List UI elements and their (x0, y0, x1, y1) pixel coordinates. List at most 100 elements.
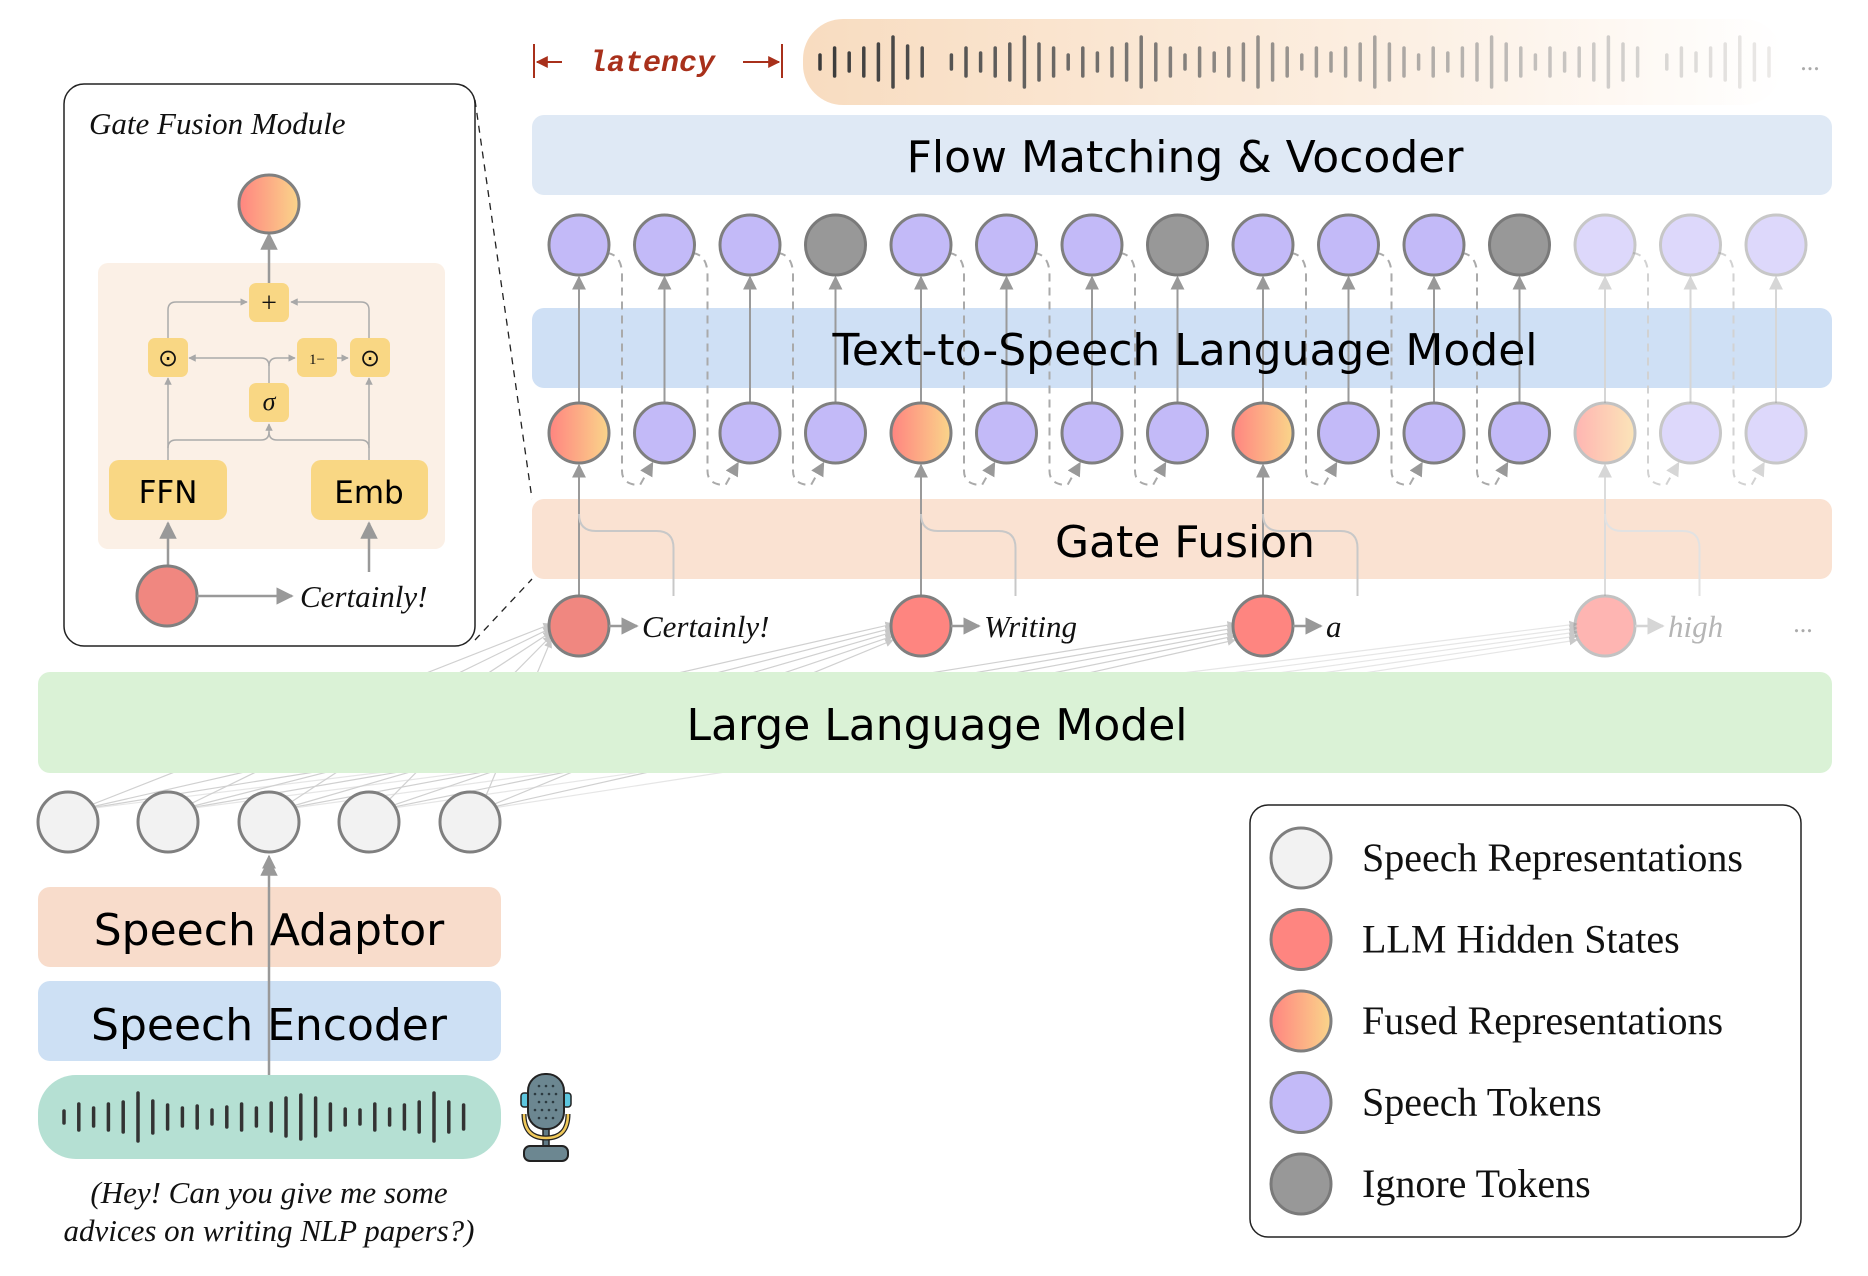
input-caption-line-1: (Hey! Can you give me some (90, 1175, 447, 1210)
fused-representation (1573, 401, 1637, 465)
input-caption-line-2: advices on writing NLP papers?) (63, 1213, 474, 1248)
word-embedding-route (578, 513, 675, 596)
module-sum-node (249, 283, 289, 322)
tts-lm-background (532, 308, 1832, 388)
speech-representation-row (36, 790, 502, 887)
legend-label: Speech Tokens (1362, 1080, 1602, 1125)
token-routing-lines (572, 252, 1783, 596)
speech-token-input (1744, 401, 1808, 465)
llm-label: Large Language Model (686, 700, 1187, 751)
module-one-minus-node (297, 338, 337, 377)
llm-hidden-state (1573, 594, 1637, 658)
speech-token-input (1060, 401, 1124, 465)
ignore-token (1488, 213, 1551, 277)
module-input-word: Certainly! (300, 579, 427, 614)
speech-token-output-row (547, 213, 1808, 277)
tts-input-row (547, 401, 1808, 465)
autoregressive-feedback-arrow (1376, 252, 1423, 487)
speech-token (889, 213, 953, 277)
llm-background (38, 672, 1832, 773)
legend-label: Ignore Tokens (1362, 1161, 1591, 1206)
speech-token-input (1488, 401, 1551, 465)
zoom-connector-bottom (474, 578, 533, 641)
speech-token-input (1402, 401, 1466, 465)
legend-swatch-hidden (1269, 908, 1333, 971)
module-emb-label: Emb (334, 475, 403, 511)
latency-label: latency (589, 47, 716, 81)
module-ffn-node (109, 460, 227, 520)
llm-hidden-state (1231, 594, 1295, 658)
fused-representation (889, 401, 953, 465)
latency-indicator: latency (533, 44, 783, 81)
speech-representation (237, 790, 301, 854)
legend-swatch-speech (1269, 1071, 1333, 1134)
generated-word: Writing (984, 609, 1077, 644)
module-hidden-state-node (135, 564, 199, 628)
module-hadamard-right-symbol: ⊙ (360, 346, 380, 372)
autoregressive-feedback-arrow (1119, 252, 1167, 487)
output-waveform-background (803, 19, 1783, 105)
speech-adaptor-label: Speech Adaptor (94, 905, 445, 956)
llm-hidden-state (547, 594, 611, 658)
speech-token-input (718, 401, 782, 465)
autoregressive-feedback-arrow (692, 252, 739, 487)
autoregressive-feedback-arrow (948, 252, 996, 487)
module-ffn-label: FFN (139, 475, 198, 511)
module-hadamard-left-symbol: ⊙ (158, 346, 178, 372)
legend-label: Speech Representations (1362, 835, 1743, 880)
autoregressive-feedback-arrow (777, 252, 825, 487)
ignore-token (804, 213, 867, 277)
legend-swatch-speech-rep (1269, 826, 1333, 890)
gate-fusion-module-inset: Gate Fusion Module + ⊙ 1− ⊙ σ FFN (63, 83, 533, 647)
speech-token-input (975, 401, 1038, 465)
generated-word: high (1668, 609, 1723, 644)
speech-representation (337, 790, 401, 854)
output-waveform: ... (803, 19, 1820, 105)
word-embedding-route (920, 513, 1017, 596)
module-emb-node (311, 460, 428, 520)
module-hadamard-left-node (148, 338, 188, 377)
output-ellipsis: ... (1800, 47, 1820, 76)
speech-token (1744, 213, 1808, 277)
speech-representation (36, 790, 100, 854)
llm-output-ellipsis: ... (1793, 609, 1813, 638)
flow-matching-label: Flow Matching & Vocoder (907, 132, 1465, 183)
legend-frame (1249, 804, 1802, 1238)
speech-token (1402, 213, 1466, 277)
ignore-token (1146, 213, 1209, 277)
word-embedding-route (1262, 513, 1359, 596)
generated-word: a (1326, 609, 1342, 644)
speech-token (1659, 213, 1722, 277)
tts-language-model-block (532, 308, 1832, 388)
speech-token (975, 213, 1038, 277)
speech-token (718, 213, 782, 277)
autoregressive-feedback-arrow (1718, 252, 1765, 487)
speech-representation (136, 790, 200, 854)
module-fused-output-node (237, 173, 301, 235)
module-sum-symbol: + (261, 288, 277, 319)
speech-encoder-label: Speech Encoder (91, 1000, 448, 1051)
fused-representation (1231, 401, 1295, 465)
autoregressive-feedback-arrow (1290, 252, 1338, 487)
speech-token-input (633, 401, 696, 465)
autoregressive-feedback-arrow (1034, 252, 1081, 487)
module-sigmoid-symbol: σ (263, 387, 277, 416)
speech-token (633, 213, 696, 277)
legend-label: LLM Hidden States (1362, 917, 1680, 962)
legend-swatch-ignore (1269, 1152, 1333, 1216)
tts-lm-label: Text-to-Speech Language Model (831, 325, 1537, 376)
large-language-model-block (38, 672, 1832, 773)
fused-representation (547, 401, 611, 465)
module-title: Gate Fusion Module (89, 106, 346, 141)
legend-label: Fused Representations (1362, 998, 1723, 1043)
speech-token-input (1146, 401, 1209, 465)
word-embedding-route (1604, 513, 1701, 596)
gate-fusion-block (532, 499, 1832, 579)
module-one-minus-symbol: 1− (309, 352, 325, 368)
microphone-icon (520, 1073, 572, 1162)
speech-token-input (1659, 401, 1722, 465)
autoregressive-feedback-arrow (606, 252, 654, 487)
